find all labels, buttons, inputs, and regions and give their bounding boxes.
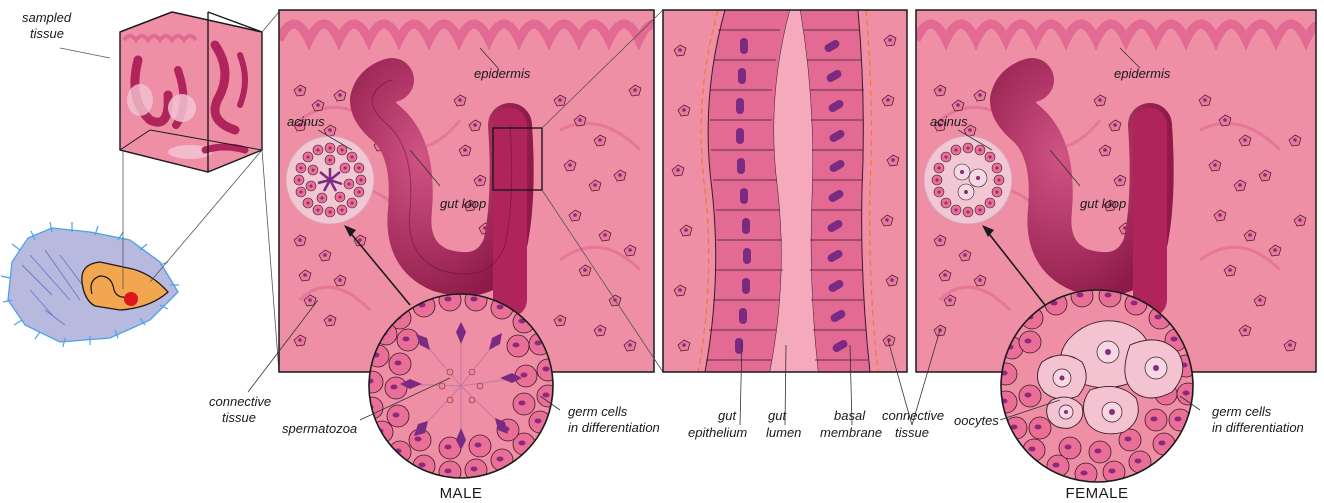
label-germ-cells-male: germ cells — [568, 404, 628, 419]
label-gut-loop-male: gut loop — [440, 196, 486, 211]
label-tissue: tissue — [30, 26, 64, 41]
title-female: FEMALE — [1065, 485, 1128, 502]
sampling-site-dot — [124, 292, 138, 306]
label-tissue-left: tissue — [222, 410, 256, 425]
label-connective-left: connective — [209, 394, 271, 409]
label-acinus-female: acinus — [930, 114, 968, 129]
label-in-differentiation-male: in differentiation — [568, 420, 660, 435]
gut-wall-panel — [663, 10, 907, 372]
tissue-cube — [120, 12, 262, 172]
label-epidermis-female: epidermis — [1114, 66, 1171, 81]
label-connective-mid: connective — [882, 408, 944, 423]
label-basal: basal — [834, 408, 866, 423]
label-epithelium: epithelium — [688, 425, 747, 440]
label-germ-cells-female: germ cells — [1212, 404, 1272, 419]
label-sampled: sampled — [22, 10, 72, 25]
label-lumen: lumen — [766, 425, 801, 440]
label-spermatozoa: spermatozoa — [282, 421, 357, 436]
label-gut-loop-female: gut loop — [1080, 196, 1126, 211]
title-male: MALE — [440, 485, 483, 502]
label-membrane: membrane — [820, 425, 882, 440]
sampled-tissue-leader — [60, 48, 110, 58]
label-tissue-mid: tissue — [895, 425, 929, 440]
label-in-differentiation-female: in differentiation — [1212, 420, 1304, 435]
label-oocytes: oocytes — [954, 413, 999, 428]
label-epidermis-male: epidermis — [474, 66, 531, 81]
label-gut-epi: gut — [718, 408, 737, 423]
animal-illustration — [1, 222, 179, 347]
label-gut-lumen: gut — [768, 408, 787, 423]
label-acinus-male: acinus — [287, 114, 325, 129]
